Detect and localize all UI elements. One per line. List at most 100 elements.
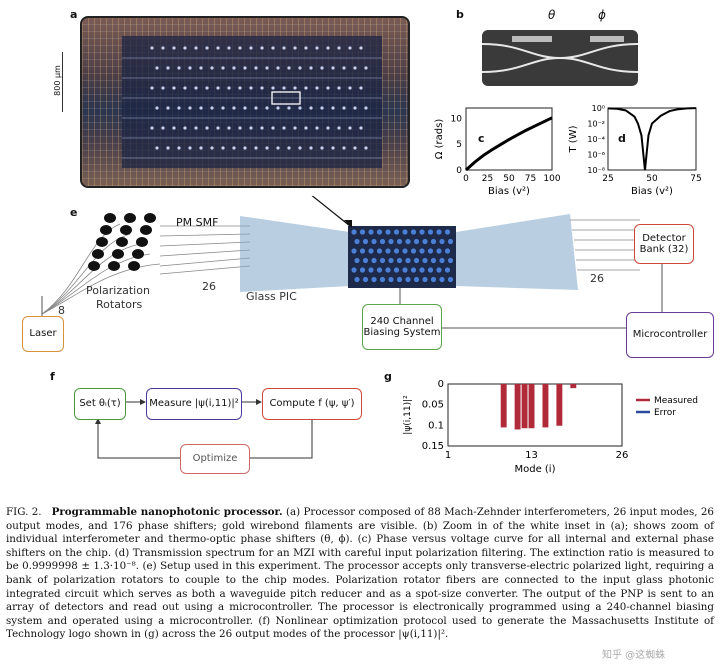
xtick-g: 1 — [445, 450, 451, 461]
mzi-dot — [309, 146, 313, 150]
chip-dot — [447, 238, 454, 245]
mzi-dot — [232, 106, 236, 110]
chip-dot — [422, 257, 428, 264]
mzi-dot — [293, 46, 297, 50]
chip-dot — [402, 248, 408, 254]
chip-dot — [447, 276, 454, 283]
mzi-dot — [150, 46, 154, 50]
mzi-dot — [199, 146, 203, 150]
mzi-dot — [287, 66, 291, 70]
mzi-dot — [353, 66, 357, 70]
mzi-dot — [232, 146, 236, 150]
ytick-d: 10⁻⁶ — [587, 151, 605, 160]
chip-dot — [354, 238, 360, 245]
bar-g — [556, 384, 563, 426]
caption-body: (a) Processor composed of 88 Mach-Zehnde… — [6, 506, 714, 641]
xtick-c: 50 — [503, 174, 515, 184]
mzi-dot — [304, 46, 308, 50]
mzi-dot — [210, 106, 214, 110]
mzi-dot — [320, 66, 324, 70]
panel-label-b: b — [456, 8, 464, 21]
plot-frame-g — [447, 383, 623, 447]
ytick-g: 0.05 — [422, 400, 444, 411]
scale-bar — [62, 52, 64, 112]
chip-dot — [413, 238, 420, 245]
in-modes-count: 26 — [202, 280, 216, 293]
mzi-dot — [254, 146, 258, 150]
chip-dot — [410, 229, 417, 235]
chip-dot — [427, 229, 434, 235]
mzi-dot — [216, 126, 220, 130]
chip-dot — [371, 238, 377, 245]
mzi-dot — [326, 46, 330, 50]
chip-dot — [422, 238, 428, 245]
chip-dot — [371, 276, 377, 283]
chip-dot — [376, 248, 383, 254]
chip-dot — [359, 229, 366, 235]
chip-dot — [405, 276, 411, 283]
chip-dot — [444, 248, 451, 254]
chip-dot — [430, 238, 437, 245]
chip-dot — [436, 229, 442, 235]
xtick-c: 25 — [482, 174, 493, 184]
series-line-c — [464, 116, 553, 172]
chip-dot — [396, 238, 403, 245]
watermark: 知乎 @这蜘蛛 — [602, 650, 666, 661]
panel-label-c: c — [478, 132, 485, 145]
microcontroller-box: Microcontroller — [626, 312, 714, 358]
mzi-dot — [353, 106, 357, 110]
glass-pic-label: Glass PIC — [246, 290, 297, 303]
pol-rot-label-1: Polarization — [86, 284, 150, 297]
chip-dot — [379, 257, 386, 264]
chip-dot — [393, 229, 400, 235]
mzi-dot — [342, 66, 346, 70]
pm-smf-label: PM SMF — [176, 216, 219, 229]
mzi-dot — [276, 106, 280, 110]
flow-diagram — [95, 399, 313, 459]
panel-label-f: f — [50, 370, 55, 383]
mzi-dot — [227, 126, 231, 130]
xtick-c: 75 — [525, 174, 536, 184]
ylabel-c: Ω (rads) — [434, 119, 445, 160]
mzi-dot — [298, 146, 302, 150]
chip-dot — [368, 248, 374, 254]
mzi-dot — [238, 126, 242, 130]
mzi-dot — [348, 86, 352, 90]
xtick-g: 26 — [616, 450, 629, 461]
chip-dot — [359, 267, 366, 273]
chip-dot — [444, 229, 451, 235]
chip-dot — [354, 276, 360, 283]
figure-caption: FIG. 2. Programmable nanophotonic proces… — [6, 506, 714, 642]
chip-dot — [351, 229, 357, 235]
phi-label: ϕ — [598, 8, 606, 22]
chip-dot — [413, 276, 420, 283]
mzi-dot — [183, 126, 187, 130]
mzi-dot — [348, 126, 352, 130]
ytick-c: 0 — [456, 166, 462, 176]
chip-dot — [444, 267, 451, 273]
mzi-dot — [177, 106, 181, 110]
mzi-dot — [287, 106, 291, 110]
chip-dot — [354, 257, 360, 264]
chip-dot — [419, 248, 425, 254]
mzi-dot — [337, 86, 341, 90]
panel-label-a: a — [70, 8, 78, 21]
chip-dot — [436, 267, 442, 273]
mzi-dot — [353, 146, 357, 150]
mzi-dot — [194, 126, 198, 130]
chip-dot — [385, 248, 391, 254]
mzi-dot — [188, 66, 192, 70]
mzi-dot — [194, 86, 198, 90]
mzi-dot — [364, 66, 368, 70]
mzi-dot — [260, 46, 264, 50]
mzi-dot — [282, 126, 286, 130]
mzi-dot — [238, 86, 242, 90]
chip-dot — [385, 267, 391, 273]
setup-diagram — [41, 196, 663, 329]
mzi-dot — [166, 146, 170, 150]
ytick-c: 5 — [456, 140, 462, 150]
chip-dot — [368, 267, 374, 273]
xlabel-d: Bias (v²) — [631, 186, 673, 196]
biasing-box: 240 Channel Biasing System — [362, 304, 442, 350]
mzi-dot — [221, 106, 225, 110]
